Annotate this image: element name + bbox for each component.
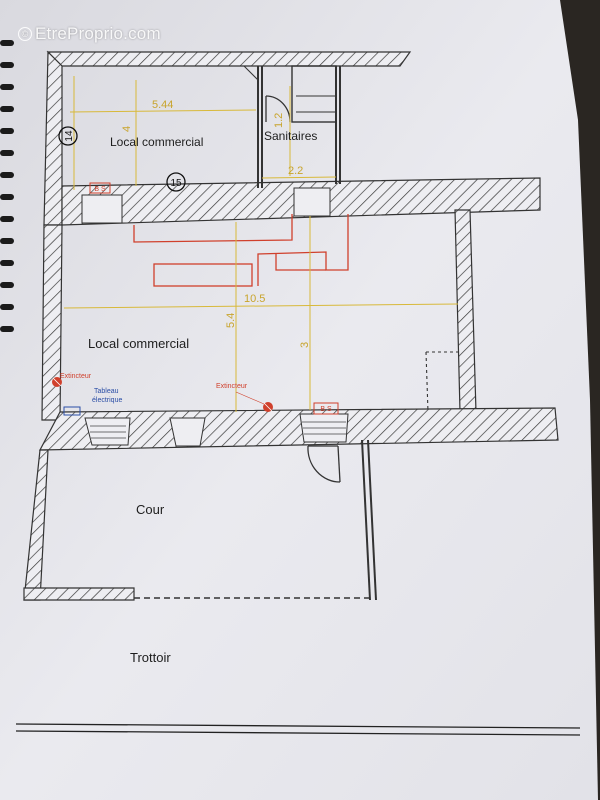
svg-text:B S: B S bbox=[320, 406, 332, 413]
dim-top-width: 5.44 bbox=[152, 99, 173, 111]
label-trottoir: Trottoir bbox=[130, 650, 171, 665]
svg-text:15: 15 bbox=[170, 178, 182, 189]
svg-text:14: 14 bbox=[64, 130, 75, 142]
door-cour bbox=[307, 445, 341, 483]
dim-top-height: 4 bbox=[121, 126, 133, 132]
marker-15: 15 bbox=[166, 172, 186, 192]
watermark: ©EtreProprio.com bbox=[18, 24, 161, 44]
wall-lower bbox=[38, 407, 559, 451]
red-beams bbox=[133, 214, 349, 287]
extincteur-center: Extincteur bbox=[216, 383, 273, 412]
wall-cour-bottom bbox=[23, 587, 135, 601]
opening-ticks bbox=[90, 421, 346, 439]
dim-main-height: 5.4 bbox=[225, 313, 237, 328]
room-labels: Local commercial Sanitaires Local commer… bbox=[88, 129, 317, 665]
extincteur-left-label: Extincteur bbox=[60, 373, 92, 380]
label-cour: Cour bbox=[136, 502, 165, 517]
street-lines bbox=[15, 723, 581, 736]
cour-outline bbox=[134, 439, 377, 601]
label-sanitaires: Sanitaires bbox=[264, 129, 317, 143]
dim-sanitaires-height: 1.2 bbox=[273, 113, 285, 128]
svg-text:électrique: électrique bbox=[92, 397, 122, 404]
dim-right-height: 3 bbox=[299, 342, 311, 348]
partitions bbox=[243, 65, 341, 188]
electric-panel-icon bbox=[63, 406, 81, 416]
binding-rings bbox=[0, 40, 14, 332]
svg-text:Tableau: Tableau bbox=[94, 388, 119, 395]
dim-main-width: 10.5 bbox=[244, 293, 265, 305]
bs-box-bottom: B S bbox=[313, 402, 339, 415]
dim-sanitaires-width: 2.2 bbox=[288, 165, 303, 177]
extincteur-left: Extincteur bbox=[52, 373, 92, 387]
svg-text:B S: B S bbox=[94, 186, 106, 193]
extincteur-center-label: Extincteur bbox=[216, 383, 248, 390]
tableau-electrique: Tableau électrique bbox=[63, 388, 122, 416]
label-local-top: Local commercial bbox=[110, 135, 203, 149]
bs-box-top: B S bbox=[89, 182, 111, 194]
dimension-texts: 5.44 4 1.2 2.2 10.5 5.4 3 bbox=[121, 99, 311, 348]
dimension-lines bbox=[63, 76, 459, 412]
copyright-icon: © bbox=[18, 27, 32, 41]
label-local-main: Local commercial bbox=[88, 336, 189, 351]
wall-top bbox=[46, 51, 412, 67]
wall-left-lower bbox=[41, 224, 63, 421]
marker-14: 14 bbox=[58, 126, 78, 146]
door-right bbox=[425, 351, 458, 413]
